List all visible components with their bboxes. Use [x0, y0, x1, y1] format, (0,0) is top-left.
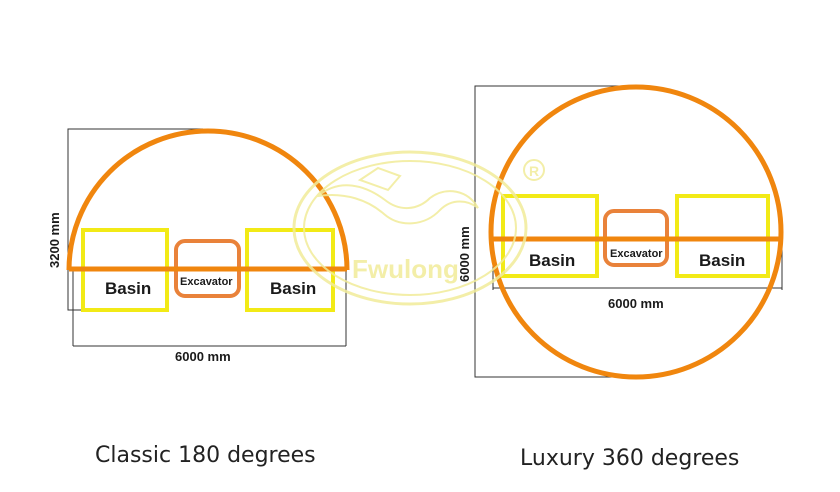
- classic-frame: [67, 128, 203, 311]
- registered-mark-letter: R: [529, 163, 539, 179]
- classic-semicircle-track: [66, 128, 350, 271]
- luxury-excavator-label: Excavator: [610, 248, 663, 260]
- luxury-left-basin-label: Basin: [529, 251, 575, 270]
- classic-left-basin-label: Basin: [105, 279, 151, 298]
- classic-right-basin-label: Basin: [270, 279, 316, 298]
- luxury-height-label: 6000 mm: [457, 226, 472, 282]
- luxury-left-basin-box: [501, 194, 599, 278]
- watermark-wing-icon: [357, 166, 402, 192]
- luxury-frame: [474, 85, 636, 378]
- watermark-outer-ring: [292, 150, 528, 306]
- watermark-text: Fwulong: [352, 254, 459, 284]
- classic-width-label: 6000 mm: [175, 349, 231, 364]
- watermark-inner-ring: [303, 160, 517, 296]
- luxury-width-label: 6000 mm: [608, 296, 664, 311]
- luxury-circle-track: [488, 84, 784, 380]
- registered-mark-icon: [523, 159, 545, 181]
- luxury-right-basin-label: Basin: [699, 251, 745, 270]
- classic-excavator-label: Excavator: [180, 276, 233, 288]
- classic-diagram: Basin Basin Excavator 6000 mm 3200 mm Cl…: [47, 128, 350, 468]
- luxury-right-basin-box: [675, 194, 770, 278]
- classic-caption: Classic 180 degrees: [95, 443, 316, 468]
- watermark-swoosh-icon: [314, 184, 479, 225]
- watermark-logo: Fwulong R: [292, 150, 545, 306]
- luxury-diagram: Basin Basin Excavator 6000 mm 6000 mm Lu…: [457, 84, 784, 471]
- classic-height-label: 3200 mm: [47, 212, 62, 268]
- luxury-caption: Luxury 360 degrees: [520, 446, 739, 471]
